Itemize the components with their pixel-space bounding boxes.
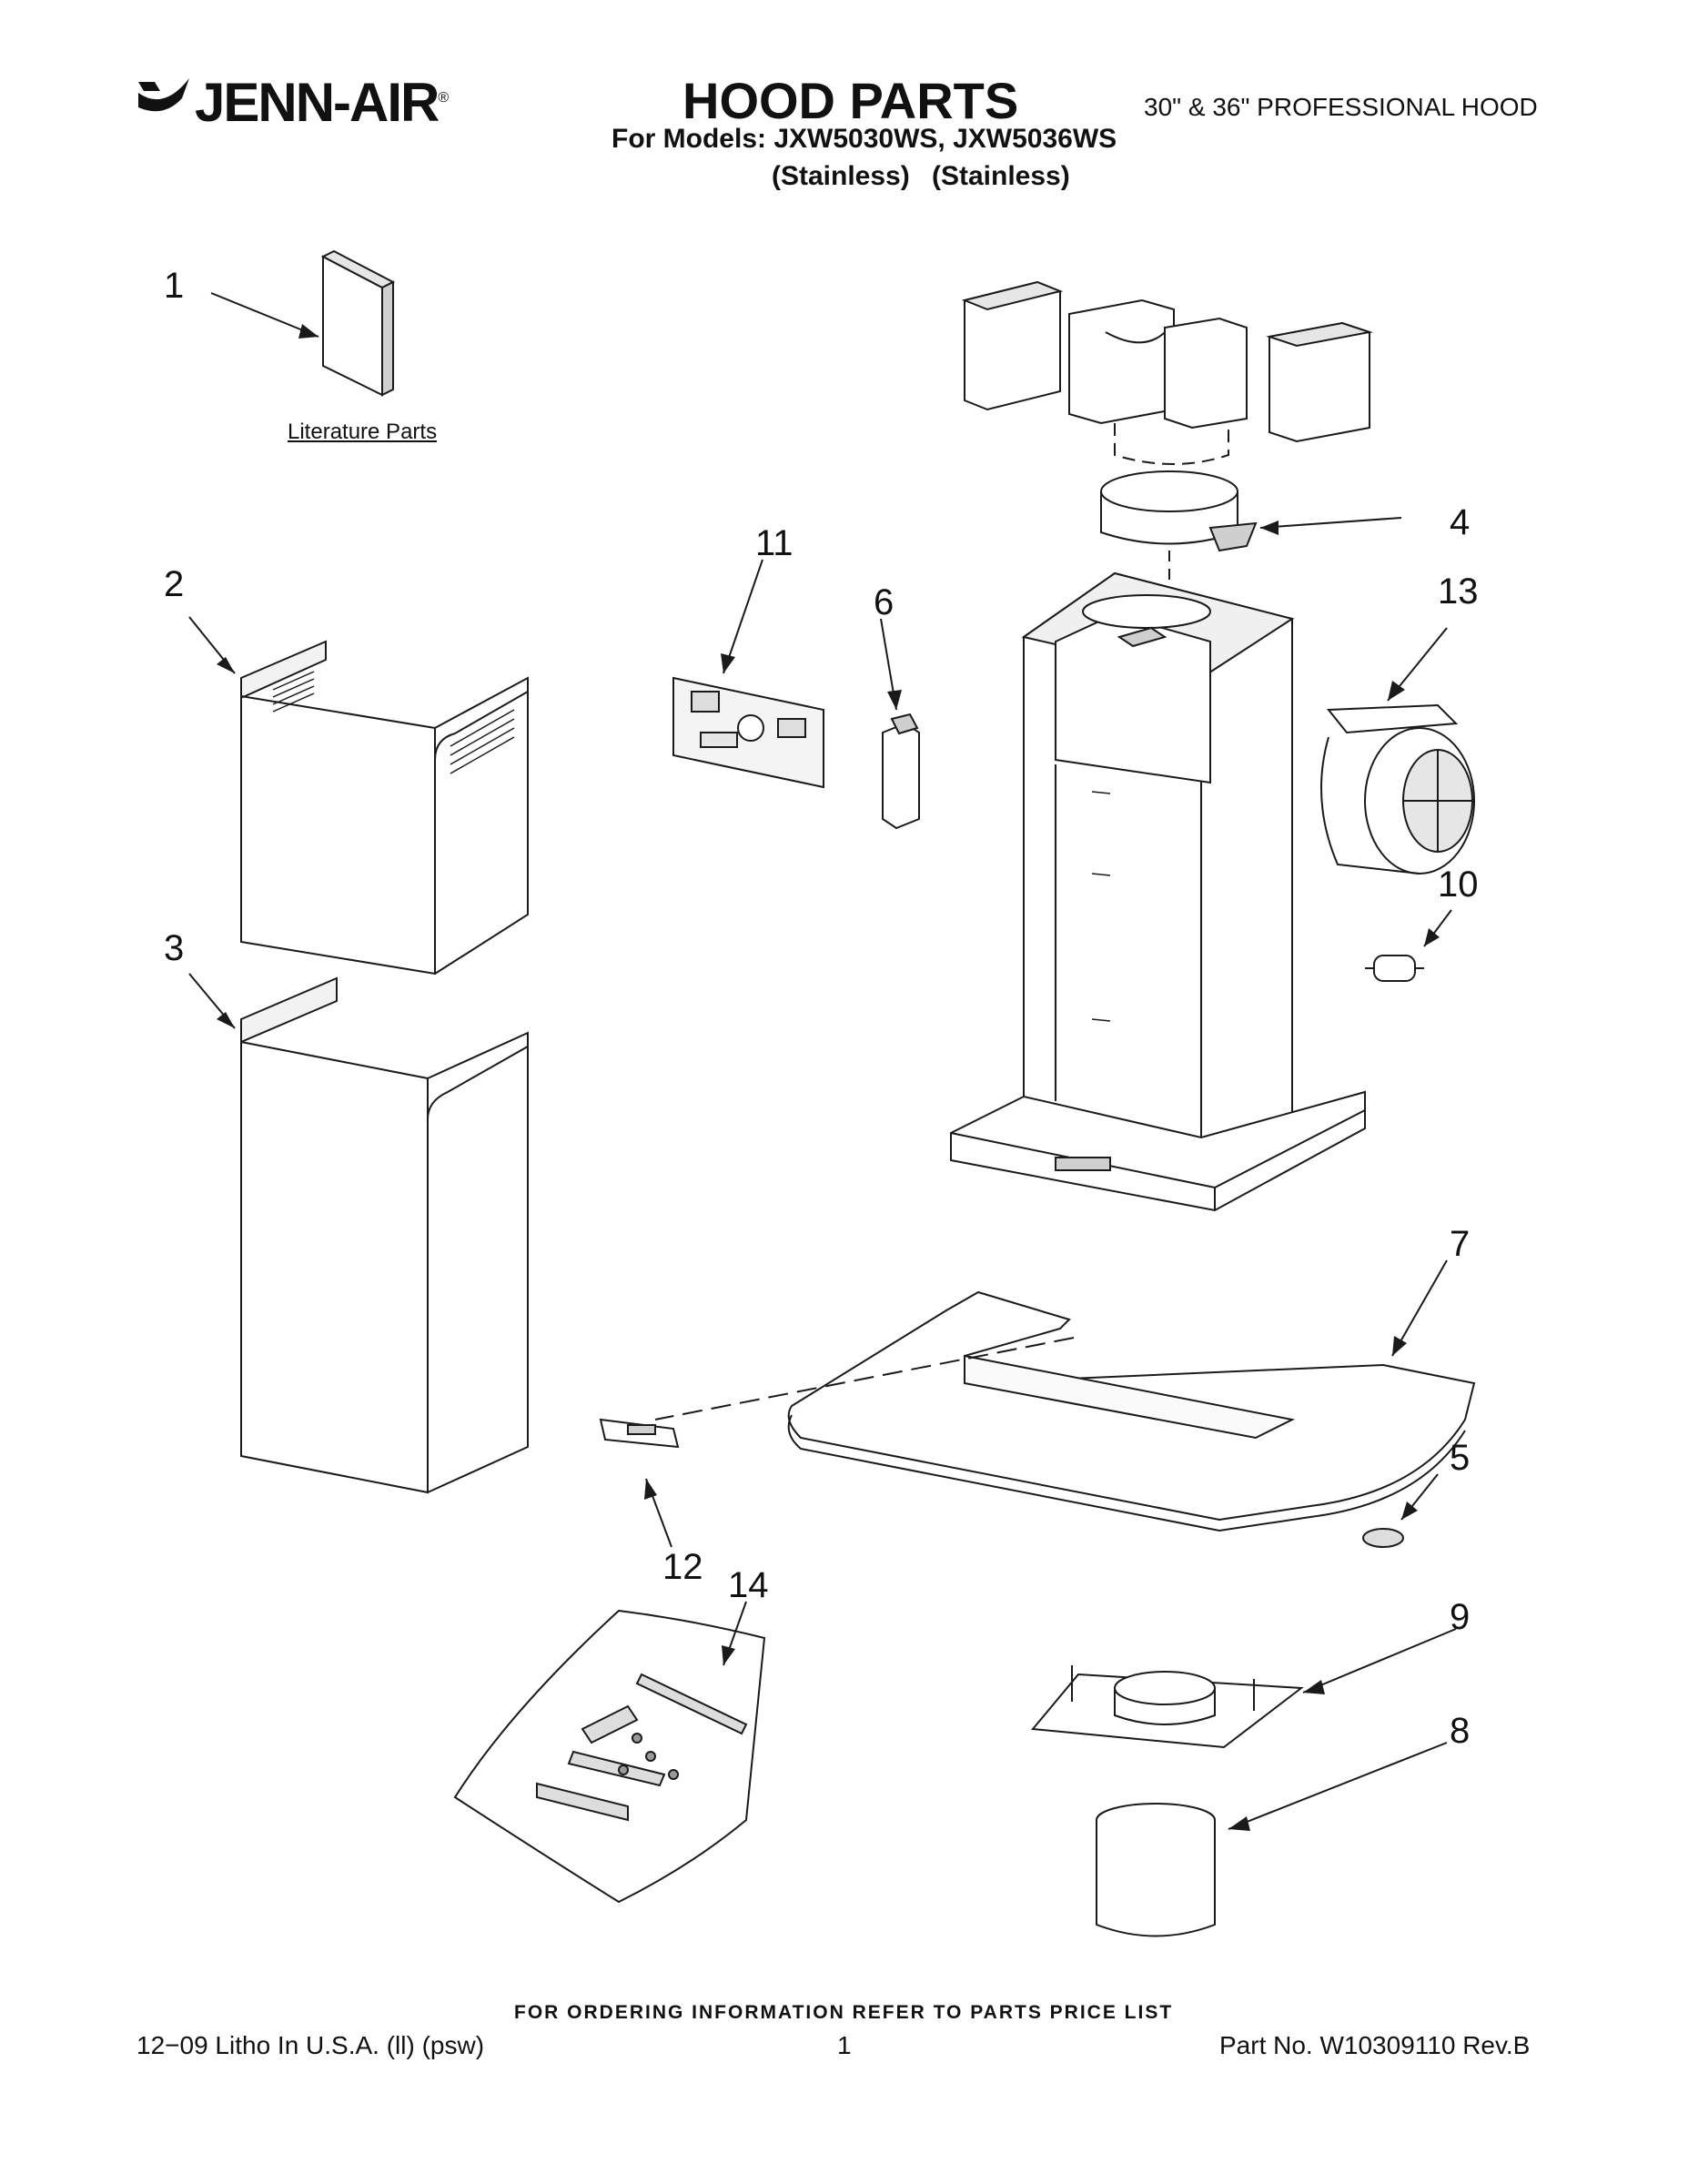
lower-chimney-cover-drawing [188, 973, 529, 1494]
light-socket-drawing [599, 1418, 680, 1548]
duct-sleeve-drawing [1096, 1742, 1448, 1937]
light-knob-drawing [1362, 1473, 1439, 1548]
callout-4: 4 [1450, 502, 1471, 542]
literature-parts-label: Literature Parts [288, 420, 438, 444]
exhaust-collar-drawing [1100, 470, 1402, 601]
page-number: 1 [837, 2031, 852, 2059]
callout-13: 13 [1438, 571, 1479, 612]
callout-2: 2 [164, 564, 185, 604]
variant-label-1: (Stainless) [772, 161, 910, 191]
capacitor-drawing [1365, 909, 1452, 982]
callout-6: 6 [874, 582, 895, 622]
litho-info: 12−09 Litho In U.S.A. (ll) (psw) [136, 2031, 485, 2059]
page-title: HOOD PARTS [682, 72, 1019, 129]
switch-drawing [880, 618, 920, 830]
chimney-body-drawing [950, 571, 1366, 1212]
literature-part-drawing [210, 249, 396, 397]
callout-1: 1 [164, 266, 185, 306]
part-number: Part No. W10309110 Rev.B [1219, 2031, 1531, 2059]
callout-8: 8 [1450, 1711, 1471, 1751]
duct-adapters-drawing [961, 280, 1373, 465]
glass-canopy-drawing [654, 1259, 1476, 1532]
hardware-kit-drawing [453, 1601, 766, 1904]
upper-chimney-cover-drawing [188, 616, 529, 976]
callout-12: 12 [662, 1547, 703, 1587]
duct-plate-drawing [1031, 1628, 1457, 1749]
callout-10: 10 [1438, 864, 1479, 905]
callout-5: 5 [1450, 1438, 1471, 1478]
callout-9: 9 [1450, 1597, 1471, 1637]
control-board-drawing [672, 559, 824, 789]
brand-name: JENN-AIR® [195, 72, 449, 133]
blower-assembly-drawing [1320, 627, 1475, 875]
hood-type: 30" & 36" PROFESSIONAL HOOD [1144, 93, 1538, 121]
callout-3: 3 [164, 928, 185, 968]
models-line: For Models: JXW5030WS, JXW5036WS [612, 124, 1117, 154]
callout-7: 7 [1450, 1224, 1471, 1264]
callout-11: 11 [755, 523, 793, 563]
jenn-air-logo-icon [136, 75, 191, 125]
callout-14: 14 [728, 1565, 769, 1605]
variant-label-2: (Stainless) [932, 161, 1070, 191]
ordering-note: FOR ORDERING INFORMATION REFER TO PARTS … [514, 2002, 1174, 2023]
